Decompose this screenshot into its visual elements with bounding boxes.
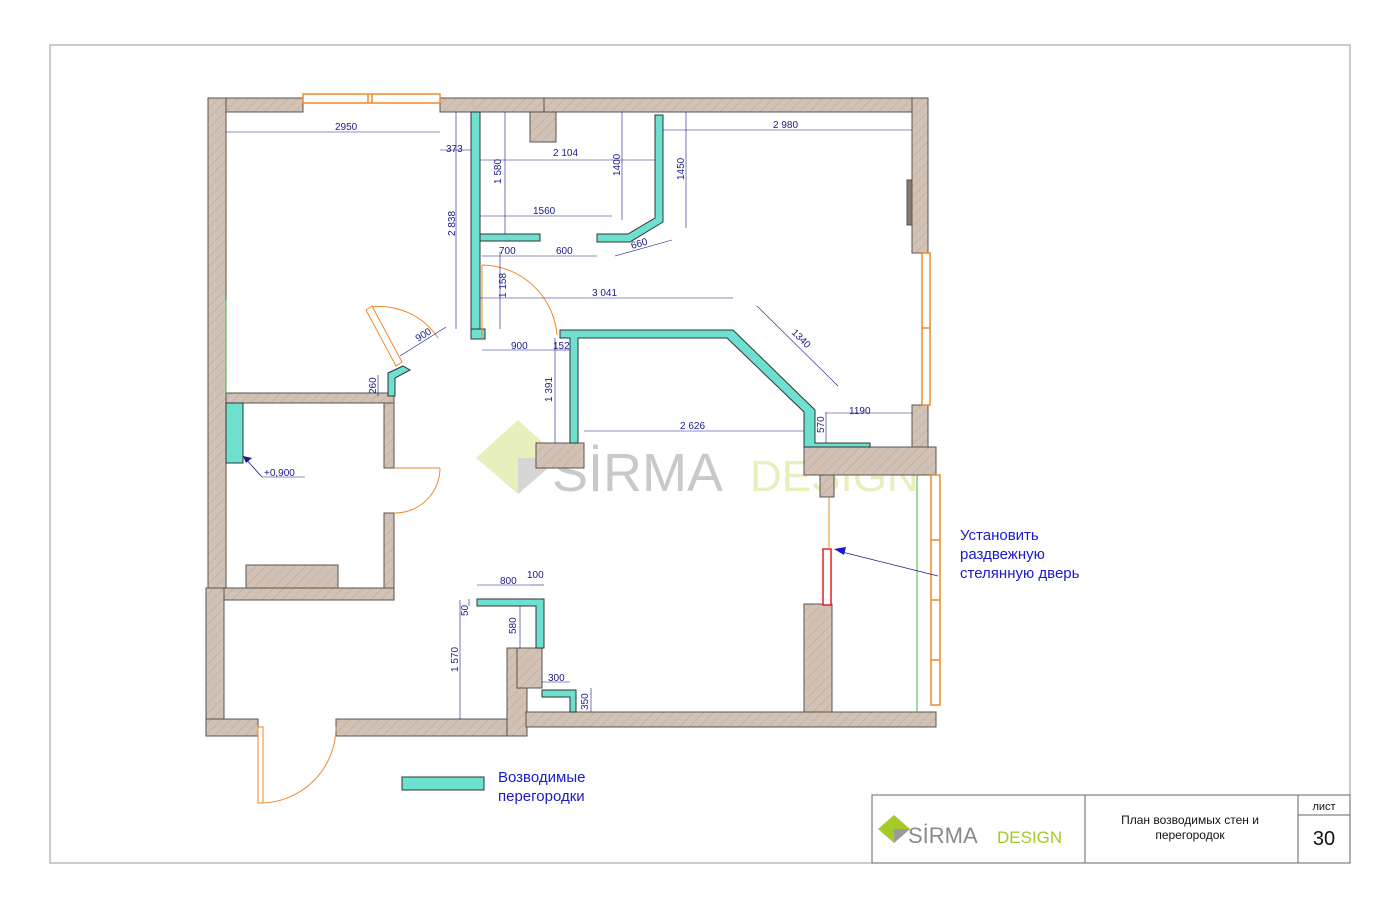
level-mark: +0,900	[264, 468, 295, 479]
dim-1560: 1560	[533, 206, 556, 217]
door-swing-900	[370, 306, 439, 339]
dim-100: 100	[527, 570, 544, 581]
wall-top-mid	[439, 97, 545, 113]
dim-1400: 1400	[612, 153, 623, 176]
door-swing-hall	[481, 264, 558, 336]
dim-2980: 2 980	[773, 120, 798, 131]
door-leaf-entry	[257, 726, 264, 804]
note-line-2: раздвежную	[960, 546, 1045, 563]
dim-50: 50	[460, 604, 471, 616]
partition-lower-l	[476, 598, 545, 649]
dim-373: 373	[446, 144, 463, 155]
sheet-border	[49, 44, 1351, 864]
windows	[302, 93, 941, 706]
dim-1340: 1340	[789, 327, 813, 351]
dim-1580: 1 580	[493, 159, 504, 184]
dimension-labels: 2950 373 2 104 2 980 1 580 1400 1450 2 8…	[264, 120, 871, 710]
dim-2626: 2 626	[680, 421, 705, 432]
wall-lower-bottom-a	[205, 718, 259, 737]
legend: Возводимые перегородки	[401, 769, 585, 805]
title-block-logo: SİRMA DESIGN	[878, 815, 1062, 848]
wall-balcony-stub	[819, 474, 835, 498]
wall-room-divider	[225, 392, 395, 404]
partition-vertical-main	[470, 111, 481, 335]
dim-2104: 2 104	[553, 148, 578, 159]
partition-horizontal-a	[479, 233, 541, 242]
partition-hall-contour	[559, 329, 871, 448]
door-swing-wc	[393, 467, 441, 514]
wall-right-mid	[911, 404, 929, 448]
partition-260	[387, 365, 412, 397]
partition-angled	[596, 114, 664, 243]
door-swing-entry	[259, 726, 337, 804]
wall-lower-bottom-b	[335, 718, 527, 737]
dim-2838: 2 838	[447, 211, 458, 236]
dim-900-hall: 900	[511, 341, 528, 352]
doors	[257, 264, 558, 804]
sheet-title-line-2: перегородок	[1155, 828, 1225, 842]
wall-right-upper	[911, 97, 929, 254]
dim-660: 660	[630, 237, 649, 252]
sliding-door-frame	[822, 548, 832, 606]
partitions	[225, 111, 871, 713]
window-right-upper	[921, 252, 931, 406]
wall-top-right	[543, 97, 929, 113]
brand-logo-icon-shade	[894, 829, 910, 843]
logo-suffix: DESIGN	[997, 828, 1062, 847]
dim-800: 800	[500, 576, 517, 587]
dim-1391: 1 391	[544, 377, 555, 402]
dim-580: 580	[508, 617, 519, 634]
wall-right-dark	[906, 179, 913, 226]
dim-2950: 2950	[335, 122, 358, 133]
walls	[205, 97, 937, 737]
dim-350: 350	[580, 693, 591, 710]
dim-1158: 1 158	[498, 273, 509, 298]
dimension-lines	[226, 112, 912, 719]
wall-column-b	[516, 647, 543, 689]
dim-700: 700	[499, 246, 516, 257]
note-arrow-icon	[834, 547, 846, 555]
wall-lower-left	[205, 587, 225, 737]
dim-1570: 1 570	[450, 647, 461, 672]
legend-swatch	[401, 776, 485, 791]
dim-300: 300	[548, 673, 565, 684]
logo-brand: SİRMA	[908, 823, 978, 848]
dim-260: 260	[368, 377, 379, 394]
wall-bottom-right	[525, 711, 937, 728]
dim-1190: 1190	[849, 406, 871, 417]
wall-left	[207, 97, 227, 591]
wall-wc-right-top	[383, 402, 395, 469]
sheet-label: лист	[1312, 801, 1335, 813]
partition-350	[541, 689, 577, 713]
dim-600: 600	[556, 246, 573, 257]
door-leaf-900	[365, 305, 403, 367]
legend-line-2: перегородки	[498, 788, 585, 805]
wc-fixture	[245, 564, 339, 589]
sheet-title-line-1: План возводимых стен и	[1121, 813, 1259, 827]
sheet-number: 30	[1313, 828, 1335, 850]
note-line-3: стелянную дверь	[960, 565, 1080, 582]
level-arrow-icon	[243, 456, 252, 463]
window-balcony	[930, 474, 941, 706]
dim-152: 152	[553, 341, 570, 352]
wall-wc-right-bottom	[383, 512, 395, 591]
dim-1450: 1450	[676, 157, 687, 180]
wall-wc-bottom	[207, 587, 395, 601]
legend-line-1: Возводимые	[498, 769, 585, 786]
partition-corner	[470, 328, 486, 340]
dim-3041: 3 041	[592, 288, 617, 299]
wall-kitchen-block	[535, 442, 585, 469]
sliding-door-note: Установить раздвежную стелянную дверь	[834, 527, 1080, 582]
note-line-1: Установить	[960, 527, 1039, 544]
partition-wc-left	[225, 402, 244, 464]
wall-notch	[529, 111, 557, 143]
wall-balcony-top	[803, 446, 937, 476]
title-block	[871, 794, 1351, 864]
wall-column-right	[803, 603, 833, 713]
dim-570: 570	[816, 416, 827, 433]
